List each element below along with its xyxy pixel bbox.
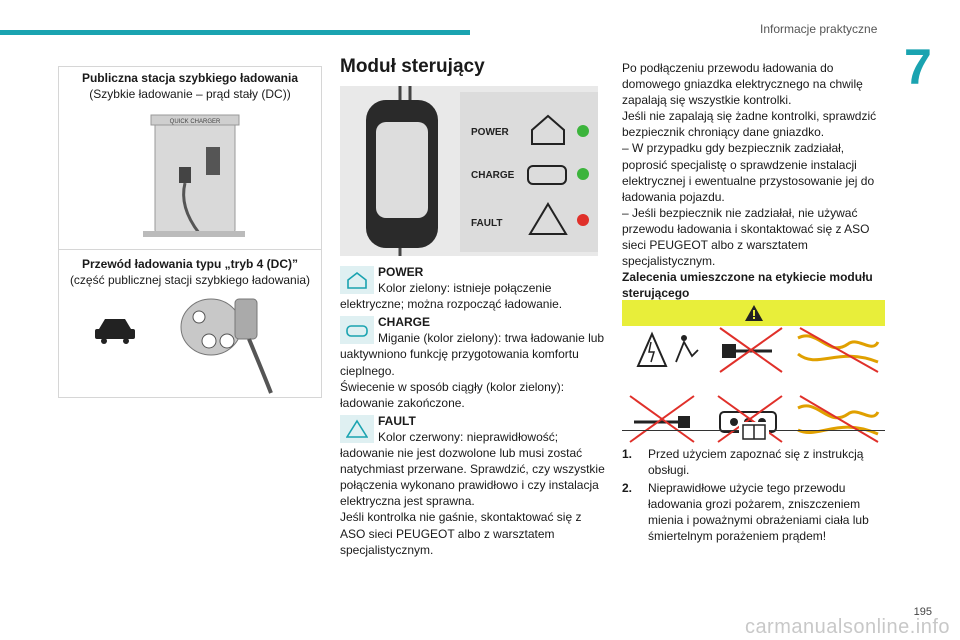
quick-charger-illustration: QUICK CHARGER — [143, 114, 245, 237]
top-accent-bar — [0, 30, 470, 35]
charge-heading: CHARGE — [378, 315, 431, 330]
paragraph-2: Jeśli nie zapalają się żadne kontrolki, … — [622, 109, 877, 140]
paragraph-1: Po podłączeniu przewodu ładowania do dom… — [622, 61, 863, 108]
warning-icon — [528, 202, 568, 235]
power-led — [577, 125, 589, 137]
page-number: 195 — [913, 606, 932, 618]
manual-book-icon — [739, 422, 769, 442]
charge-led — [577, 168, 589, 180]
charging-station-table: Publiczna stacja szybkiego ładowania (Sz… — [58, 66, 322, 398]
fault-entry: FAULT Kolor czerwony: nieprawidłowość; ł… — [340, 413, 606, 558]
house-icon — [340, 266, 374, 294]
paragraph-3: – W przypadku gdy bezpiecznik zadziałał,… — [622, 141, 875, 204]
warning-bar — [622, 300, 885, 326]
fault-description-2: Jeśli kontrolka nie gaśnie, skontaktować… — [340, 510, 582, 557]
power-description: Kolor zielony: istnieje połączenie elekt… — [340, 281, 563, 312]
label-heading: Zalecenia umieszczone na etykiecie moduł… — [622, 270, 873, 301]
module-indicators-text: POWER Kolor zielony: istnieje połączenie… — [340, 264, 606, 558]
dc-cable-illustration — [95, 298, 273, 394]
station-subtitle: (Szybkie ładowanie – prąd stały (DC)) — [89, 87, 291, 101]
fault-heading: FAULT — [378, 413, 416, 428]
car-icon — [95, 319, 135, 344]
list-item: 1. Przed użyciem zapoznać się z instrukc… — [622, 447, 864, 478]
paragraph-4: – Jeśli bezpiecznik nie zadziałał, nie u… — [622, 205, 870, 269]
control-module-image: POWER CHARGE FAULT — [340, 86, 598, 256]
label-instructions-list: 1. Przed użyciem zapoznać się z instrukc… — [622, 446, 888, 547]
page-header-title: Informacje praktyczne — [760, 22, 878, 36]
fault-description: Kolor czerwony: nieprawidłowość; ładowan… — [340, 429, 605, 509]
power-entry: POWER Kolor zielony: istnieje połączenie… — [340, 264, 606, 312]
warning-icon — [340, 414, 374, 443]
station-title: Publiczna stacja szybkiego ładowania — [81, 71, 299, 85]
car-icon — [340, 316, 374, 345]
cable-title: Przewód ładowania typu „tryb 4 (DC)” — [81, 257, 299, 271]
module-label-power: POWER — [471, 127, 510, 138]
charge-description-2: Świecenie w sposób ciągły (kolor zielony… — [340, 379, 565, 410]
cable-subtitle: (część publicznej stacji szybkiego ładow… — [69, 273, 311, 287]
right-column-text: Po podłączeniu przewodu ładowania do dom… — [622, 60, 890, 301]
car-icon — [527, 165, 567, 185]
charge-entry: CHARGE Miganie (kolor zielony): trwa ład… — [340, 314, 606, 411]
charge-description: Miganie (kolor zielony): trwa ładowanie … — [340, 331, 605, 378]
module-label-charge: CHARGE — [471, 170, 515, 181]
chapter-number: 7 — [904, 39, 932, 95]
module-label-fault: FAULT — [471, 218, 502, 229]
power-heading: POWER — [378, 265, 424, 279]
warning-icon — [744, 305, 763, 321]
house-icon — [531, 114, 565, 145]
module-label-panel — [622, 300, 885, 444]
watermark: carmanualsonline.info — [744, 616, 950, 638]
fault-led — [577, 214, 589, 226]
usage-pictograms — [629, 327, 880, 443]
charger-label: QUICK CHARGER — [170, 119, 221, 125]
table-divider — [59, 249, 321, 250]
section-title: Moduł sterujący — [340, 56, 485, 77]
list-item: 2. Nieprawidłowe użycie tego przewodu ła… — [622, 481, 869, 544]
